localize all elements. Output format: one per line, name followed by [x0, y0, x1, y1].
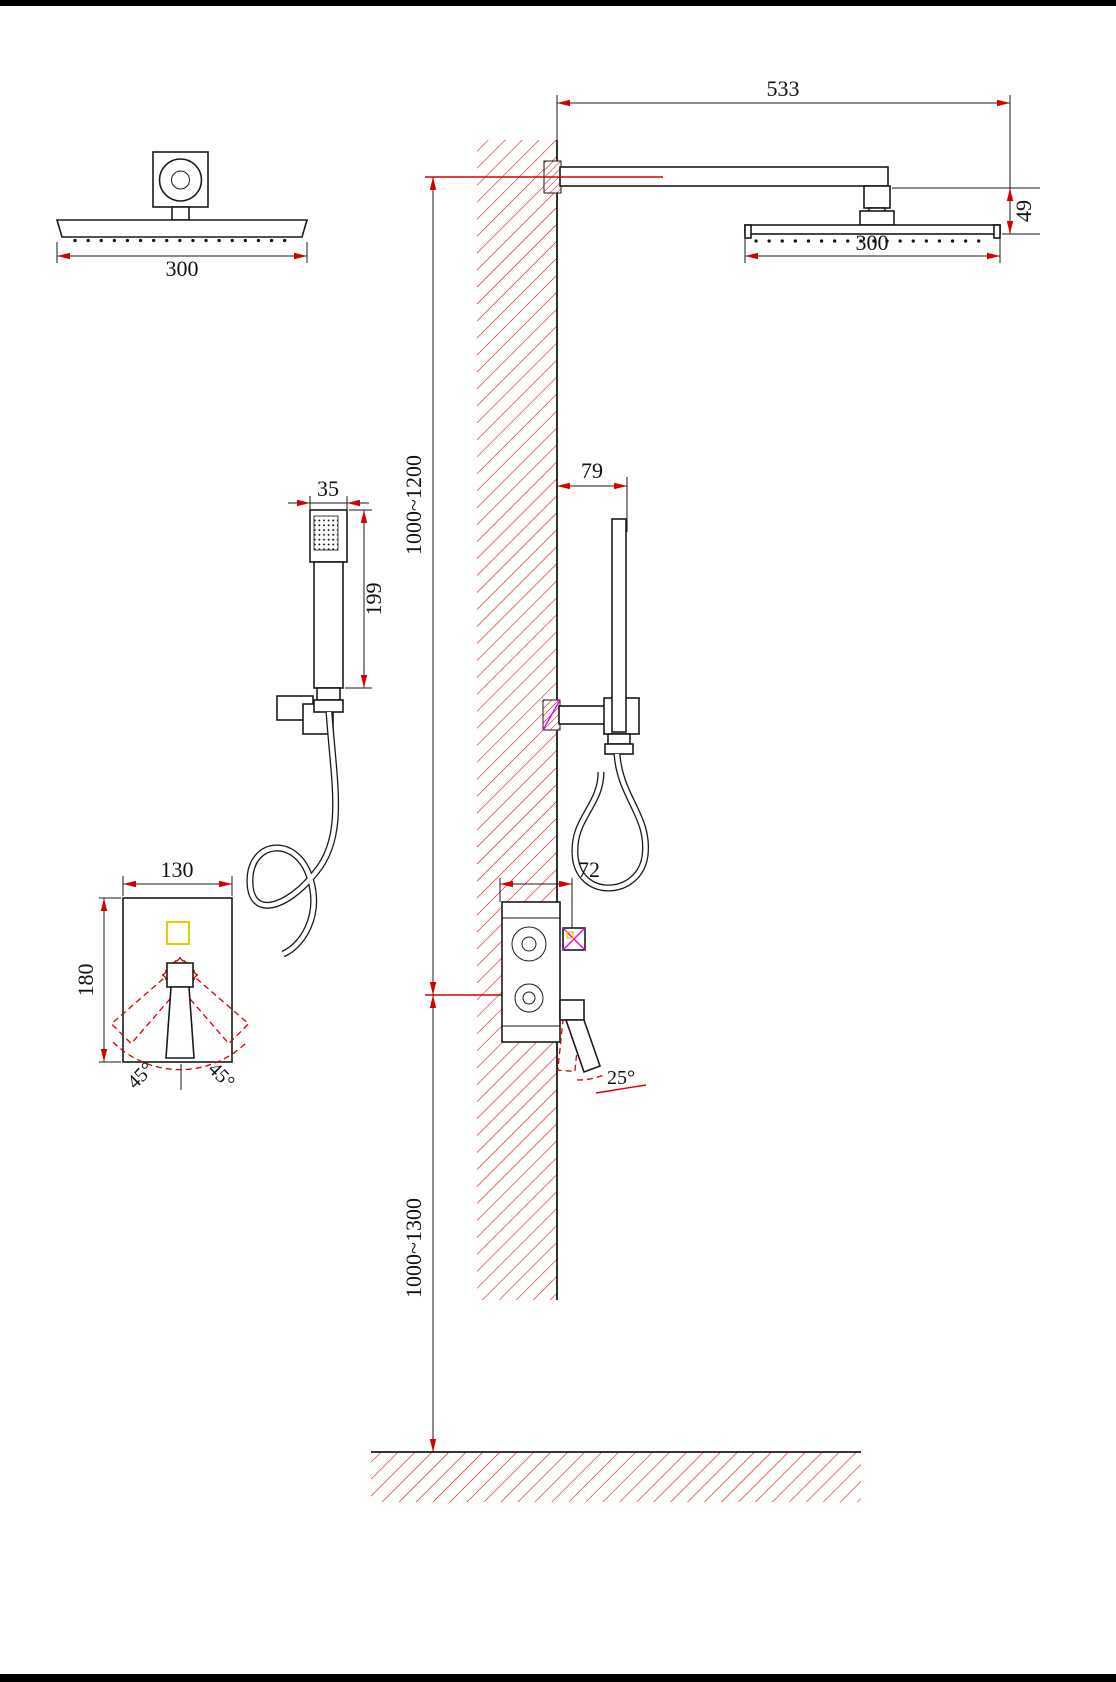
valve-handle-base-side: [559, 999, 585, 1021]
dim-label-valve-mount-height: 1000~1300: [401, 1198, 426, 1298]
valve-body-side: [501, 901, 561, 1043]
dim-valve-plate-width: 130: [122, 857, 233, 896]
bracket-stem: [171, 206, 190, 221]
dim-valve-body-depth: 72: [499, 857, 600, 932]
tilt-arc: [576, 1073, 607, 1081]
shower-hose: [246, 711, 340, 958]
tilt-leader: [595, 1084, 647, 1094]
hose-connector-side: [607, 733, 631, 745]
valve-cartridge-lower: [514, 983, 544, 1013]
dim-head-width-side: 300: [744, 230, 1001, 263]
dim-label-head-width-front: 300: [166, 256, 199, 281]
hose-nut: [313, 699, 344, 713]
arm-elbow: [863, 185, 891, 209]
bracket-ring: [158, 158, 203, 202]
dim-head-drop: 49: [892, 187, 1040, 235]
anchor-accent: [542, 699, 561, 731]
dim-label-head-drop: 49: [1011, 200, 1036, 222]
holder-arm-side: [558, 705, 606, 725]
floor-section: [371, 1451, 861, 1502]
hand-shower-front-view: 35 199: [246, 476, 386, 958]
rain-head-front: [55, 219, 309, 238]
valve-handle-lever-side: [564, 1019, 602, 1074]
bottom-frame-bar: [0, 1674, 1116, 1682]
dim-arm-mount-height: 1000~1200: [401, 177, 437, 995]
dim-label-arm-reach: 533: [767, 76, 800, 101]
dim-head-width-front: 300: [56, 242, 308, 281]
dim-label-valve-plate-width: 130: [161, 857, 194, 882]
head-mount-block: [859, 210, 895, 226]
valve-handle-lever: [165, 986, 195, 1059]
hand-shower-side-body: [611, 518, 627, 733]
dim-valve-mount-height: 1000~1300: [401, 995, 437, 1452]
dim-label-valve-body-depth: 72: [578, 857, 600, 882]
dim-label-valve-plate-height: 180: [73, 964, 98, 997]
angle-label-swing-right: 45°: [204, 1058, 239, 1093]
diverter-button: [166, 921, 190, 945]
hand-shower-side-view: 79: [542, 458, 650, 892]
dim-hand-shower-length: 199: [345, 509, 386, 689]
head-edge-left: [744, 224, 752, 239]
floor-hatch: [371, 1452, 861, 1502]
hose-connector: [316, 687, 341, 701]
dim-arm-reach: 533: [556, 76, 1011, 192]
bracket-hub: [171, 170, 190, 190]
dim-valve-plate-height: 180: [73, 897, 121, 1063]
valve-cartridge-upper: [511, 926, 547, 962]
angle-label-swing-left: 45°: [123, 1058, 158, 1093]
mixer-front-view: 130 180 45° 45°: [73, 857, 250, 1093]
spray-face: [313, 515, 339, 551]
dim-hand-shower-offset: 79: [557, 458, 628, 532]
swing-arc: [112, 1041, 248, 1071]
dim-hand-shower-width: 35: [288, 476, 369, 512]
dim-label-hand-shower-offset: 79: [581, 458, 603, 483]
dim-label-hand-shower-length: 199: [361, 583, 386, 616]
rain-head-front-view: 300: [55, 151, 309, 281]
dim-label-arm-mount-height: 1000~1200: [401, 455, 426, 555]
rain-head-side-view: 533 49 300: [425, 76, 1040, 263]
dim-label-head-width-side: 300: [856, 230, 889, 255]
hose-nut-side: [604, 743, 634, 755]
mixer-side-view: 72 25°: [499, 857, 647, 1094]
hand-shower-handle: [313, 561, 344, 689]
valve-handle-base: [166, 962, 194, 988]
angle-label-tilt: 25°: [607, 1067, 635, 1089]
dim-label-hand-shower-width: 35: [317, 476, 339, 501]
top-frame-bar: [0, 0, 1116, 6]
head-edge-right: [993, 224, 1001, 239]
